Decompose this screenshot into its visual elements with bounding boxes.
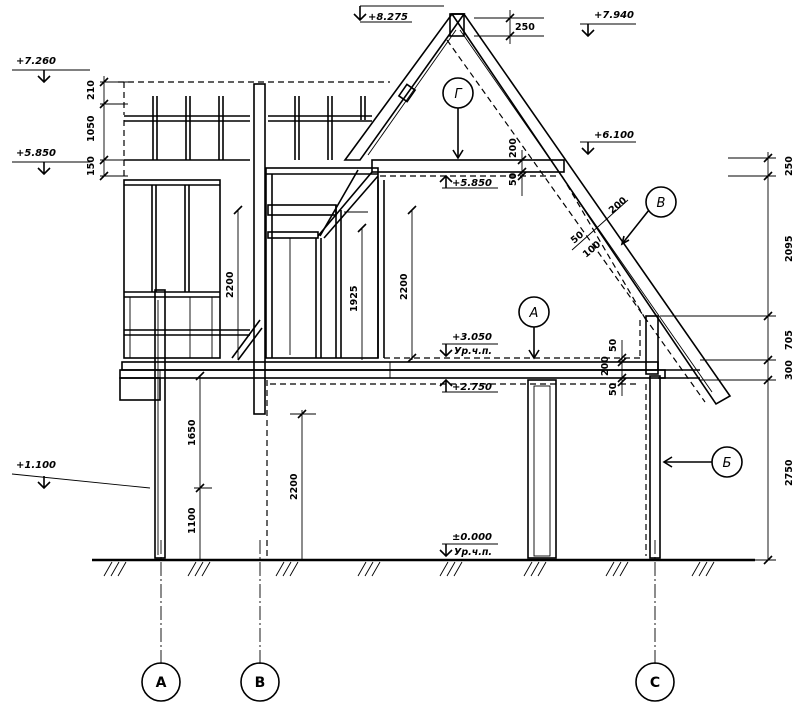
svg-text:2200: 2200: [225, 271, 236, 298]
ground-floor-walls: [154, 289, 661, 559]
svg-text:1050: 1050: [86, 115, 97, 142]
callout-B: В: [620, 186, 677, 246]
svg-text:Г: Г: [454, 87, 463, 102]
elevation-mark-7940: +7.940: [580, 10, 636, 38]
dim-floor-stack: 50 200 50: [600, 338, 627, 396]
svg-text:+5.850: +5.850: [16, 148, 56, 159]
svg-text:1925: 1925: [349, 286, 360, 312]
dim-rafter: 200 50 100: [569, 195, 630, 260]
svg-text:200: 200: [607, 195, 630, 216]
svg-text:+7.940: +7.940: [594, 10, 634, 21]
svg-text:+5.850: +5.850: [452, 178, 492, 189]
elevation-mark-2750: +2.750: [439, 378, 498, 393]
svg-text:250: 250: [784, 156, 795, 176]
elevation-mark-5850-left: +5.850: [12, 148, 90, 176]
svg-text:А: А: [529, 306, 539, 321]
svg-text:+3.050: +3.050: [452, 332, 492, 343]
svg-text:Ур.ч.п.: Ур.ч.п.: [454, 346, 492, 357]
inner-upper-room: [253, 83, 385, 556]
svg-text:2200: 2200: [399, 273, 410, 300]
dim-250-top: 250: [474, 10, 544, 44]
dim-left-stack: 210 1050 150: [86, 76, 128, 181]
axis-lines: [160, 540, 656, 664]
elevation-mark-0000: ±0.000 Ур.ч.п.: [439, 532, 498, 558]
svg-text:50: 50: [608, 338, 619, 352]
svg-text:Б: Б: [723, 456, 732, 471]
elevation-mark-6100: +6.100: [580, 130, 636, 156]
svg-text:+8.275: +8.275: [368, 12, 408, 23]
svg-text:+2.750: +2.750: [452, 382, 492, 393]
svg-text:250: 250: [515, 22, 535, 33]
svg-text:2095: 2095: [784, 236, 795, 262]
elevation-mark-7260: +7.260: [12, 56, 90, 84]
callout-A: А: [518, 296, 550, 360]
dim-1925: 1925: [349, 223, 367, 360]
svg-text:210: 210: [86, 80, 97, 100]
roof-rafters: [343, 13, 732, 406]
svg-text:1650: 1650: [187, 419, 198, 446]
elevation-mark-3050: +3.050 Ур.ч.п.: [439, 332, 498, 358]
elevation-mark-1100: +1.100: [11, 460, 151, 490]
dim-2200-lower: 2200: [289, 409, 316, 560]
svg-text:Ур.ч.п.: Ур.ч.п.: [454, 547, 492, 558]
dim-right-chain: 250 2095 705 300 2750: [660, 152, 795, 565]
svg-text:100: 100: [581, 239, 604, 260]
floor-slab: [119, 357, 666, 401]
elevation-mark-5850-inner: +5.850: [439, 174, 498, 189]
svg-text:150: 150: [86, 156, 97, 176]
axis-A-label: А: [156, 675, 167, 691]
callout-B2: Б: [662, 446, 743, 478]
dim-2200-left-upper: 2200: [225, 205, 243, 360]
svg-text:2200: 2200: [289, 473, 300, 500]
callout-G: Г: [442, 77, 474, 160]
axis-C-marker: С: [635, 662, 675, 702]
svg-text:+6.100: +6.100: [594, 130, 634, 141]
ground-line: [92, 558, 755, 577]
axis-B-marker: В: [240, 662, 280, 702]
elevation-mark-8275: +8.275: [353, 5, 444, 23]
svg-text:300: 300: [784, 360, 795, 380]
svg-text:+1.100: +1.100: [16, 460, 56, 471]
dim-2200-inner: 2200: [399, 205, 417, 363]
svg-text:705: 705: [784, 330, 795, 350]
axis-B-label: В: [255, 675, 266, 691]
svg-text:1100: 1100: [187, 507, 198, 534]
dim-ceiling-200-50: 200 50: [508, 138, 527, 196]
svg-text:+7.260: +7.260: [16, 56, 56, 67]
svg-text:±0.000: ±0.000: [452, 532, 492, 543]
svg-text:50: 50: [508, 172, 519, 186]
svg-text:50: 50: [608, 382, 619, 396]
svg-text:200: 200: [600, 356, 611, 376]
svg-text:В: В: [657, 196, 666, 211]
svg-text:200: 200: [508, 138, 519, 158]
svg-text:2750: 2750: [784, 459, 795, 486]
axis-A-marker: А: [141, 662, 181, 702]
axis-C-label: С: [650, 675, 660, 691]
dim-1650-1100: 1650 1100: [187, 371, 212, 560]
upper-left-frame: [118, 81, 390, 361]
